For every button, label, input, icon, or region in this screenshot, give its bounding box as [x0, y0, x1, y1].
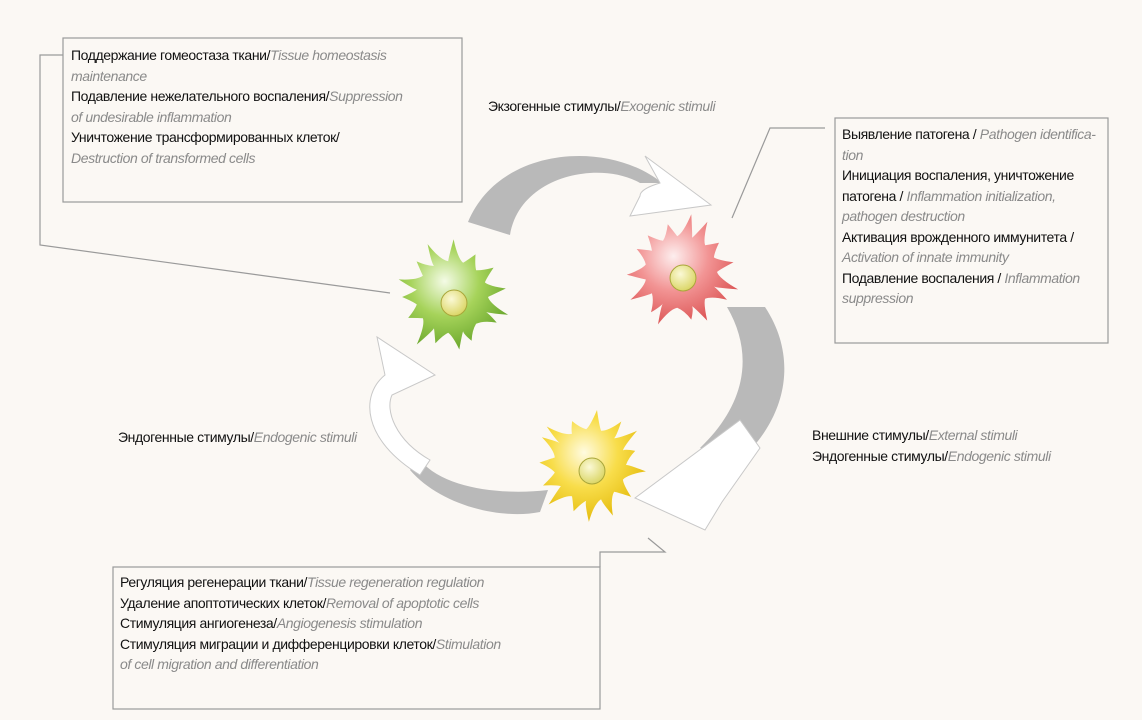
- top-left-box-frame: [62, 37, 463, 203]
- text-line: maintenance: [71, 66, 403, 87]
- yellow-cell: [539, 410, 646, 522]
- cell-nucleus: [440, 289, 468, 317]
- english-text: Tissue homeostasis: [270, 47, 387, 63]
- russian-text: Выявление патогена /: [842, 126, 980, 142]
- text-line: Эндогенные стимулы/Endogenic stimuli: [812, 446, 1051, 467]
- text-line: Выявление патогена / Pathogen identifica…: [842, 124, 1096, 145]
- red-cell: [626, 214, 739, 325]
- russian-text: Экзогенные стимулы/: [488, 98, 621, 114]
- stimuli-top-label: Экзогенные стимулы/Exogenic stimuli: [488, 96, 716, 117]
- text-line: suppression: [842, 288, 1096, 309]
- cell-nucleus: [669, 264, 697, 292]
- russian-text: Эндогенные стимулы/: [118, 429, 254, 445]
- arrow-right-white: [634, 419, 761, 531]
- text-line: Экзогенные стимулы/Exogenic stimuli: [488, 96, 716, 117]
- english-text: Endogenic stimuli: [253, 429, 357, 445]
- english-text: Removal of apoptotic cells: [325, 594, 479, 611]
- russian-text: Поддержание гомеостаза ткани/: [71, 47, 271, 63]
- leader-line-bottom: [599, 537, 667, 567]
- text-line: патогена / Inflammation initialization,: [842, 186, 1096, 207]
- text-line: Стимуляция ангиогенеза/Angiogenesis stim…: [120, 613, 501, 634]
- text-line: Подавление воспаления / Inflammation: [842, 268, 1096, 289]
- text-line: of undesirable inflammation: [71, 107, 403, 128]
- text-line: Подавление нежелательного воспаления/Sup…: [71, 86, 403, 107]
- russian-text: Удаление апоптотических клеток/: [120, 594, 326, 611]
- english-text: Angiogenesis stimulation: [276, 615, 423, 631]
- russian-text: патогена /: [842, 187, 907, 204]
- leader-line-top-left: [39, 54, 391, 294]
- english-text: Destruction of transformed cells: [71, 149, 256, 166]
- right-box-frame: [834, 117, 1109, 344]
- leader-line-right: [731, 127, 825, 219]
- arrow-right-grey: [700, 307, 785, 460]
- english-text: pathogen destruction: [842, 208, 965, 224]
- text-line: Инициация воспаления, уничтожение: [842, 165, 1096, 186]
- text-line: Внешние стимулы/External stimuli: [812, 425, 1051, 446]
- english-text: suppression: [842, 290, 914, 306]
- russian-text: Активация врожденного иммунитета /: [842, 228, 1074, 245]
- english-text: Exogenic stimuli: [620, 98, 716, 114]
- russian-text: Эндогенные стимулы/: [812, 447, 948, 464]
- english-text: Stimulation: [435, 635, 501, 652]
- english-text: of undesirable inflammation: [71, 108, 232, 125]
- russian-text: Уничтожение трансформированных клеток/: [71, 129, 340, 145]
- english-text: Endogenic stimuli: [947, 447, 1051, 464]
- stimuli-left-label: Эндогенные стимулы/Endogenic stimuli: [118, 427, 357, 448]
- russian-text: Стимуляция миграции и дифференцировки кл…: [120, 635, 436, 652]
- text-line: Стимуляция миграции и дифференцировки кл…: [120, 634, 501, 655]
- arrow-top-grey: [468, 155, 662, 235]
- english-text: Pathogen identifica-: [979, 126, 1096, 142]
- english-text: Activation of innate immunity: [842, 249, 1009, 265]
- text-line: of cell migration and differentiation: [120, 654, 501, 675]
- text-line: Регуляция регенерации ткани/Tissue regen…: [120, 572, 501, 593]
- top-left-box: Поддержание гомеостаза ткани/Tissue home…: [71, 45, 403, 168]
- text-line: tion: [842, 145, 1096, 166]
- right-box: Выявление патогена / Pathogen identifica…: [842, 124, 1096, 309]
- russian-text: Стимуляция ангиогенеза/: [120, 615, 277, 631]
- text-line: Activation of innate immunity: [842, 247, 1096, 268]
- arrow-left-grey: [410, 460, 548, 515]
- russian-text: Подавление нежелательного воспаления/: [71, 88, 330, 104]
- text-line: Поддержание гомеостаза ткани/Tissue home…: [71, 45, 403, 66]
- bottom-box-frame: [112, 566, 601, 710]
- bottom-box: Регуляция регенерации ткани/Tissue regen…: [120, 572, 501, 675]
- text-line: Удаление апоптотических клеток/Removal o…: [120, 593, 501, 614]
- english-text: Inflammation initialization,: [906, 187, 1056, 204]
- green-cell: [398, 239, 509, 350]
- russian-text: Внешние стимулы/: [812, 427, 929, 443]
- english-text: maintenance: [71, 67, 147, 84]
- russian-text: Подавление воспаления /: [842, 269, 1005, 286]
- english-text: Tissue regeneration regulation: [307, 574, 485, 590]
- text-line: Эндогенные стимулы/Endogenic stimuli: [118, 427, 357, 448]
- arrow-top-white: [629, 155, 713, 217]
- text-line: Destruction of transformed cells: [71, 148, 403, 169]
- text-line: Уничтожение трансформированных клеток/: [71, 127, 403, 148]
- text-line: Активация врожденного иммунитета /: [842, 227, 1096, 248]
- russian-text: Инициация воспаления, уничтожение: [842, 167, 1074, 183]
- cell-nucleus: [578, 457, 606, 485]
- russian-text: Регуляция регенерации ткани/: [120, 574, 308, 590]
- english-text: Inflammation: [1004, 269, 1080, 286]
- text-line: pathogen destruction: [842, 206, 1096, 227]
- english-text: Suppression: [329, 88, 403, 104]
- english-text: of cell migration and differentiation: [120, 656, 319, 672]
- english-text: External stimuli: [928, 427, 1018, 443]
- english-text: tion: [842, 146, 863, 163]
- arrow-left-white: [369, 335, 437, 476]
